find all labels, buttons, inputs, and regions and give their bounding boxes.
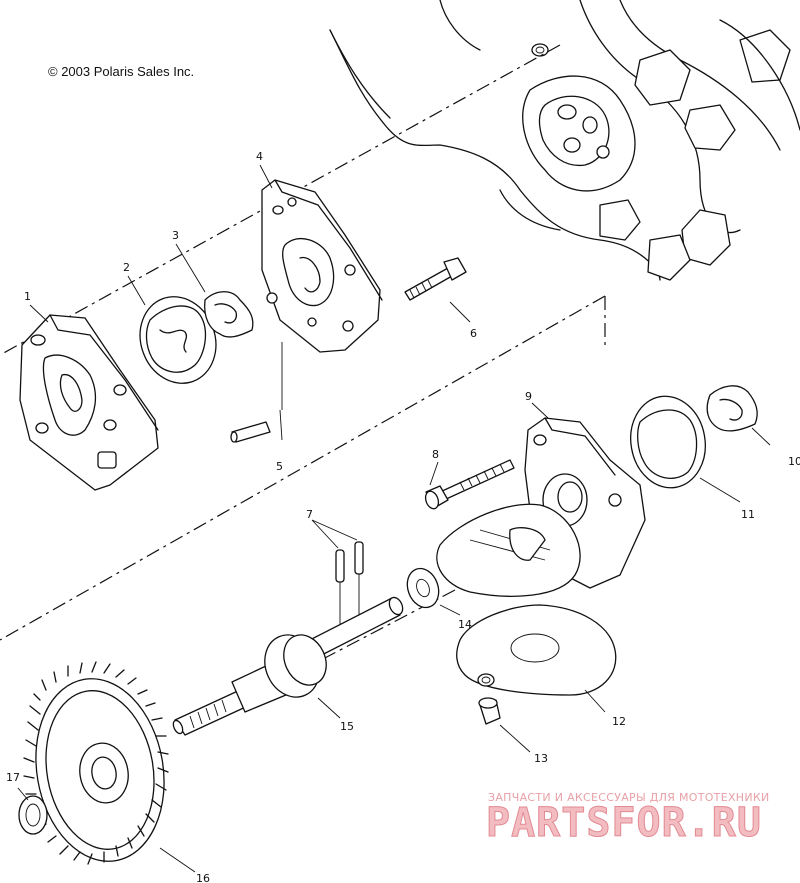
centerline-lower bbox=[0, 295, 606, 641]
callout-9: 9 bbox=[525, 390, 532, 403]
callout-3: 3 bbox=[172, 229, 179, 242]
part-11-outer-rotor bbox=[630, 395, 706, 489]
callout-13: 13 bbox=[534, 752, 548, 765]
part-5-dowel-pin bbox=[230, 421, 271, 443]
callout-10: 10 bbox=[788, 455, 800, 468]
part-14-washer bbox=[406, 567, 440, 609]
part-12-cover-plate bbox=[456, 604, 617, 696]
watermark-brand: PARTSFOR.RU bbox=[486, 800, 762, 846]
watermark-tagline: ЗАПЧАСТИ И АКСЕССУАРЫ ДЛЯ МОТОТЕХНИКИ bbox=[488, 791, 770, 804]
callout-15: 15 bbox=[340, 720, 354, 733]
callout-2: 2 bbox=[123, 261, 130, 274]
callout-1: 1 bbox=[24, 290, 31, 303]
part-16-gear bbox=[23, 661, 169, 865]
part-14-plate bbox=[436, 503, 581, 597]
centerline-upper bbox=[0, 44, 561, 356]
centerline-shaft bbox=[209, 589, 456, 719]
watermark: ЗАПЧАСТИ И АКСЕССУАРЫ ДЛЯ МОТОТЕХНИКИ PA… bbox=[486, 791, 770, 847]
part-4-pump-body bbox=[261, 179, 383, 353]
part-15-shaft bbox=[172, 596, 404, 736]
callout-6: 6 bbox=[470, 327, 477, 340]
callout-5: 5 bbox=[276, 460, 283, 473]
part-3-inner-rotor bbox=[204, 291, 254, 338]
part-10-inner-rotor bbox=[706, 385, 758, 432]
callout-16: 16 bbox=[196, 872, 210, 883]
part-13-screw bbox=[478, 697, 501, 725]
callout-8: 8 bbox=[432, 448, 439, 461]
part-8-bolt bbox=[424, 459, 515, 510]
callout-7: 7 bbox=[306, 508, 313, 521]
part-7-pins bbox=[335, 541, 364, 632]
leader-lines bbox=[17, 164, 771, 873]
part-6-bolt bbox=[404, 257, 467, 301]
callout-labels: 1 2 3 4 5 6 7 8 9 10 11 12 13 14 15 16 1… bbox=[6, 150, 800, 883]
part-17-washer bbox=[18, 795, 48, 835]
callout-17: 17 bbox=[6, 771, 20, 784]
copyright-text: © 2003 Polaris Sales Inc. bbox=[48, 64, 194, 79]
part-1-pump-housing bbox=[19, 314, 159, 491]
crankcase-housing bbox=[329, 0, 800, 281]
callout-4: 4 bbox=[256, 150, 263, 163]
callout-14: 14 bbox=[458, 618, 472, 631]
callout-12: 12 bbox=[612, 715, 626, 728]
part-2-outer-rotor bbox=[139, 296, 217, 384]
callout-11: 11 bbox=[741, 508, 755, 521]
